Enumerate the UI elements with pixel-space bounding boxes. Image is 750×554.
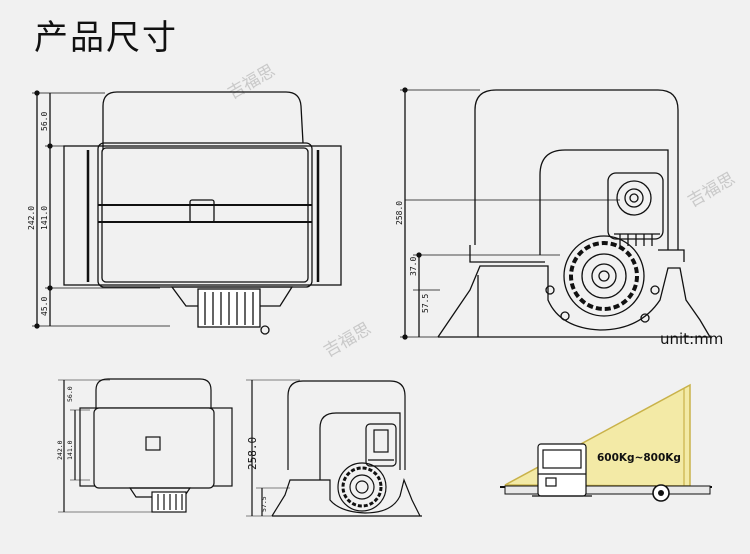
dim-label: 141.0 [66, 440, 74, 460]
capacity-label: 600Kg~800Kg [597, 452, 681, 464]
front-view [32, 90, 342, 335]
small-side-view [246, 379, 422, 517]
dim-label: 242.0 [56, 440, 64, 460]
dim-label: 141.0 [40, 206, 49, 230]
dim-label: 258.0 [395, 201, 404, 225]
dim-label: 45.0 [40, 297, 49, 316]
small-front-view [58, 378, 233, 513]
dim-label: 57.5 [421, 294, 430, 313]
dim-label: 56.0 [66, 386, 74, 402]
unit-label: unit:mm [660, 330, 724, 348]
dim-label: 57.5 [260, 496, 268, 512]
dim-label: 242.0 [27, 206, 36, 230]
load-ramp-diagram [500, 383, 712, 502]
dim-label: 258.0 [246, 437, 259, 470]
side-view [400, 87, 712, 340]
dim-label: 37.0 [409, 257, 418, 276]
dim-label: 56.0 [40, 112, 49, 131]
page-title: 产品尺寸 [34, 18, 178, 58]
